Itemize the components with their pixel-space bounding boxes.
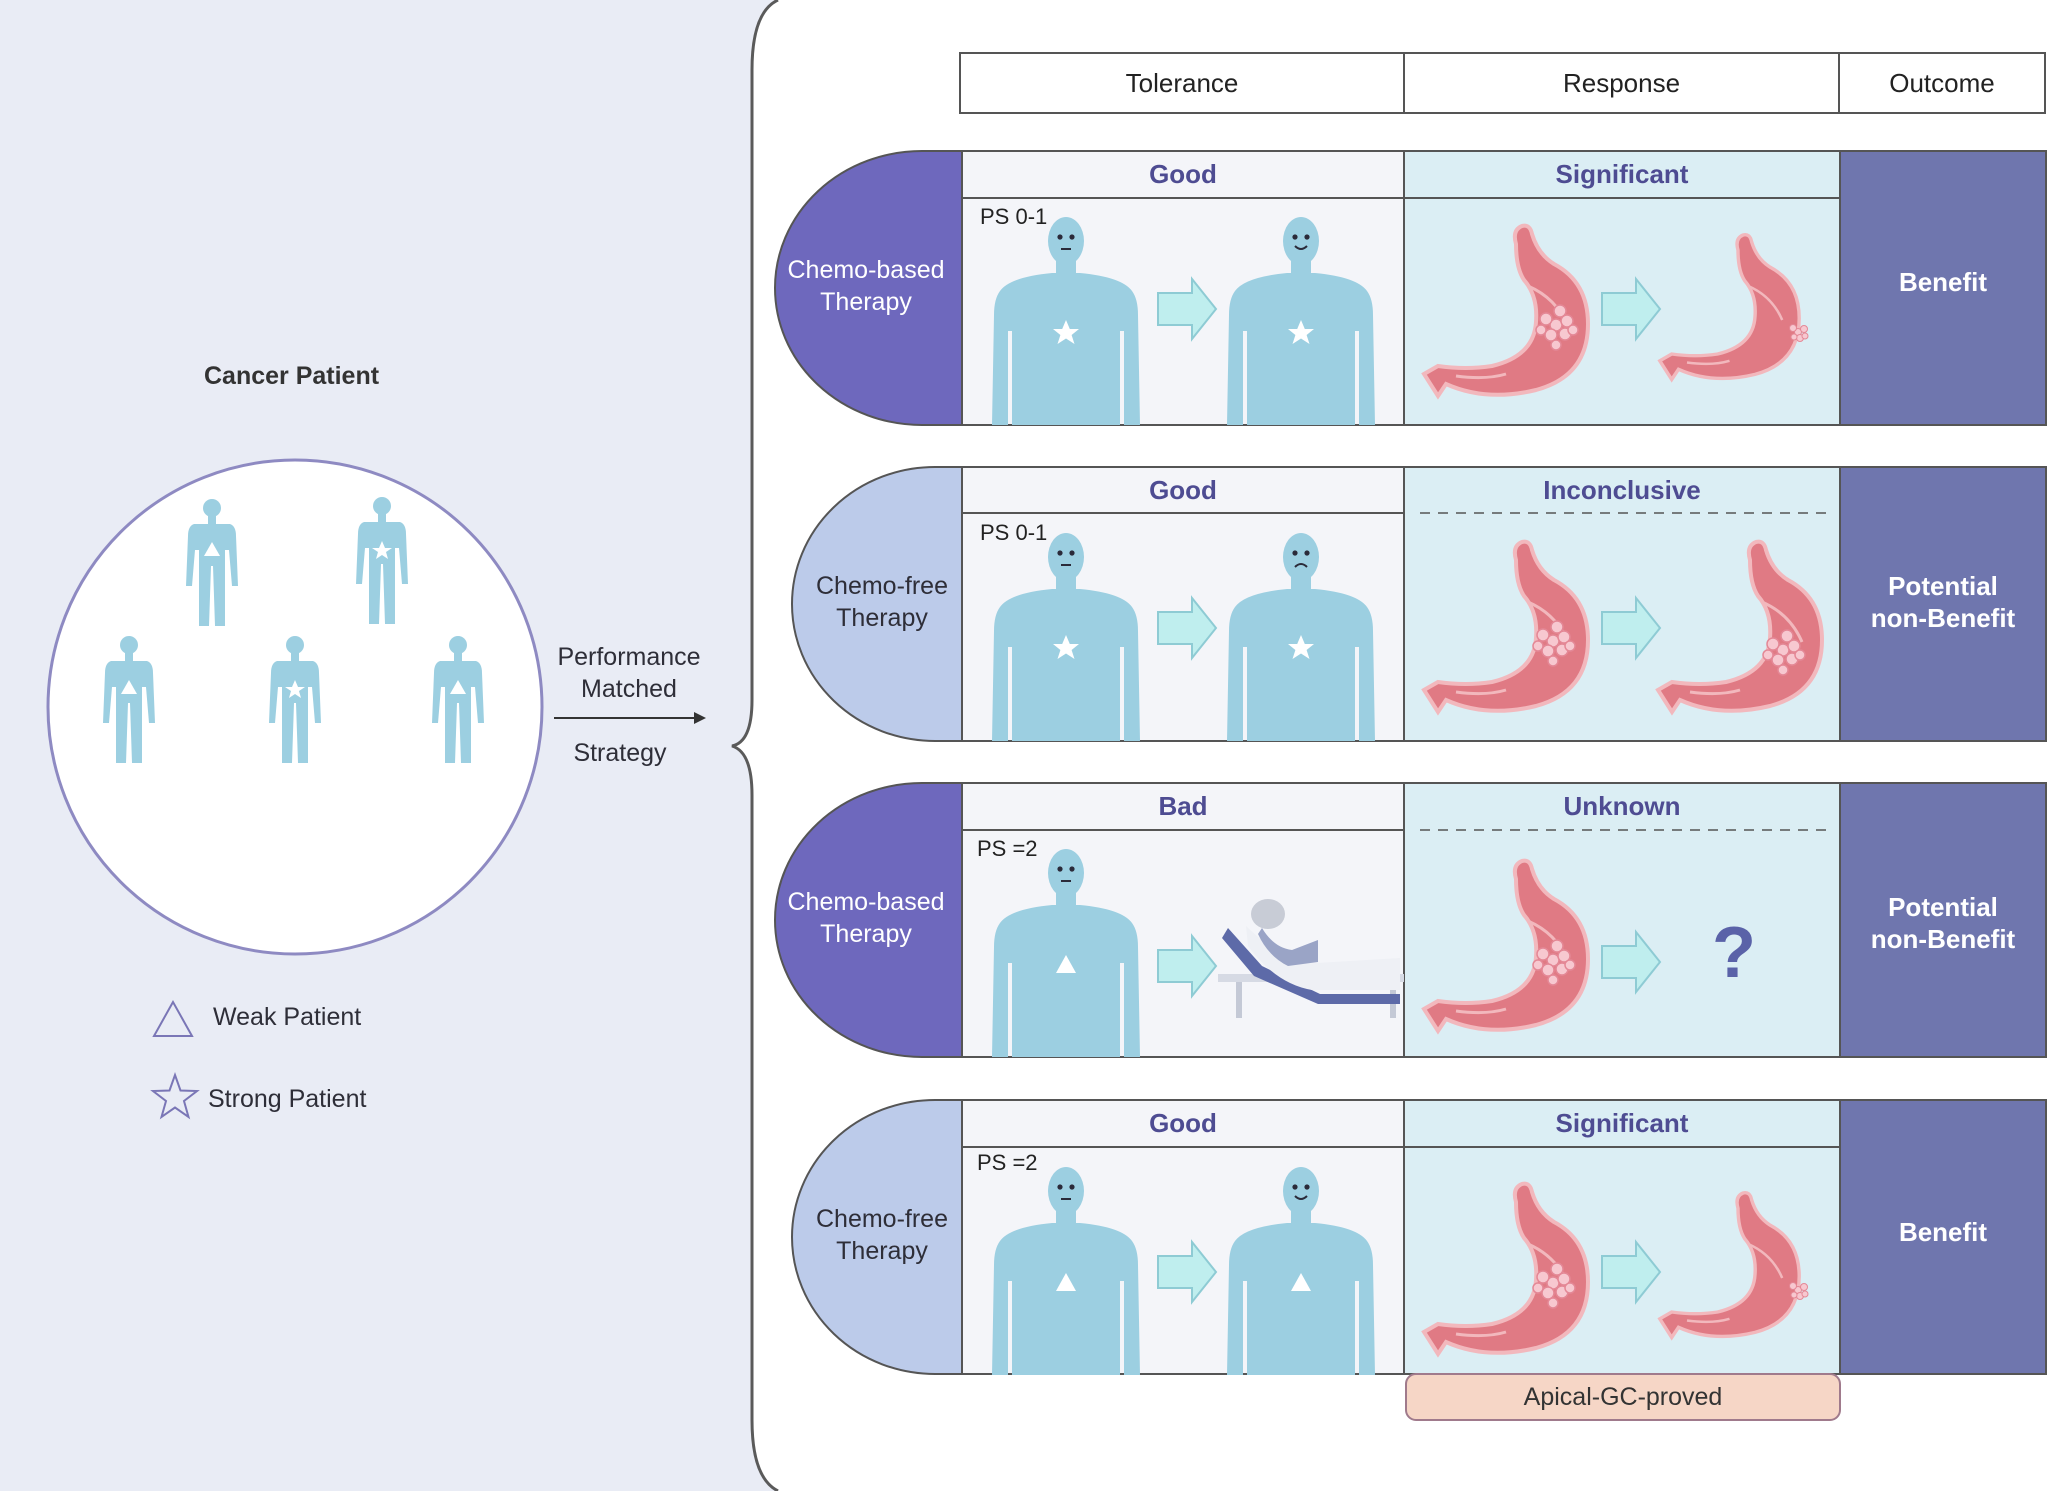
- therapy-cap-chemo-free: [791, 1099, 963, 1375]
- tolerance-label-row-3: Bad: [1158, 791, 1208, 821]
- curly-brace: [731, 0, 779, 1491]
- star-icon: [150, 1072, 200, 1120]
- apical-tag-box: [1405, 1373, 1841, 1421]
- outcome-cell: [1839, 466, 2047, 742]
- legend-weak-label: Weak Patient: [213, 1003, 362, 1031]
- unknown-question-mark: ?: [1712, 913, 1756, 993]
- row-1: [774, 150, 2047, 426]
- tolerance-label-row-1: Good: [1149, 159, 1217, 189]
- outcome-cell: [1839, 782, 2047, 1058]
- strong-marker: [372, 541, 392, 559]
- outcome-label-row-4: Benefit: [1898, 1217, 1988, 1247]
- strategy-line-1: Performance: [557, 643, 701, 671]
- header-tolerance: Tolerance: [959, 52, 1405, 114]
- legend-strong-label: Strong Patient: [208, 1085, 367, 1113]
- cancer-patient-title: Cancer Patient: [204, 362, 380, 390]
- outcome-label-row-1: Benefit: [1898, 267, 1988, 297]
- therapy-cap-chemo-based: [774, 150, 963, 426]
- strategy-line-2: Matched: [581, 675, 677, 703]
- response-label-row-4: Significant: [1555, 1108, 1689, 1138]
- ps-label-row-2: PS 0-1: [980, 520, 1048, 545]
- tolerance-label-row-4: Good: [1149, 1108, 1217, 1138]
- strong-marker: [285, 680, 305, 698]
- weak-marker: [450, 680, 466, 694]
- patient-circle-outline: [46, 458, 544, 956]
- ps-label-row-3: PS =2: [977, 836, 1038, 861]
- triangle-icon: [152, 999, 194, 1037]
- row-4: [791, 1099, 2047, 1421]
- tolerance-label-row-2: Good: [1149, 474, 1217, 505]
- weak-marker: [204, 542, 220, 556]
- therapy-cap-chemo-based: [774, 782, 963, 1058]
- outcome-cell: [1839, 1099, 2047, 1375]
- ps-label-row-1: PS 0-1: [980, 204, 1048, 229]
- strategy-arrow-head: [694, 712, 706, 724]
- response-label-row-3: Unknown: [1563, 791, 1681, 821]
- response-label-row-1: Significant: [1555, 159, 1689, 189]
- strategy-line-3: Strategy: [573, 739, 667, 767]
- row-2: [791, 466, 2047, 742]
- header-response: Response: [1403, 52, 1840, 114]
- therapy-cap-chemo-free: [791, 466, 963, 742]
- hospital-bed-icon: [1218, 899, 1404, 1018]
- apical-gc-proved-tag: Apical-GC-proved: [1523, 1382, 1723, 1411]
- row-3: [774, 782, 2047, 1058]
- response-label-row-2: Inconclusive: [1543, 474, 1701, 505]
- weak-marker: [121, 680, 137, 694]
- header-outcome: Outcome: [1838, 52, 2046, 114]
- patient-circle: [46, 458, 544, 956]
- ps-label-row-4: PS =2: [977, 1150, 1038, 1175]
- outcome-cell: [1839, 150, 2047, 426]
